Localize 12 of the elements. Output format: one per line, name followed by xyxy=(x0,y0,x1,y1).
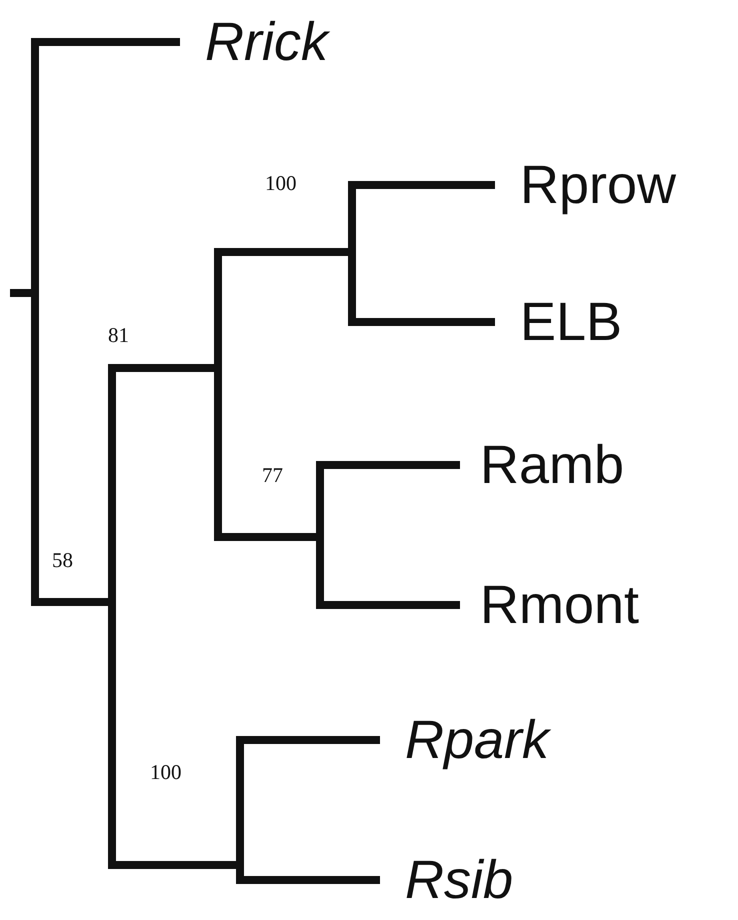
bootstrap-value: 58 xyxy=(52,550,73,570)
taxon-label: Rprow xyxy=(520,158,676,212)
taxon-label: Rsib xyxy=(405,853,514,907)
bootstrap-value: 100 xyxy=(150,762,182,782)
bootstrap-value: 77 xyxy=(262,464,283,486)
taxon-label: ELB xyxy=(520,295,622,349)
taxon-label: Rmont xyxy=(480,578,640,632)
taxon-label: Ramb xyxy=(480,438,624,492)
taxon-label: Rpark xyxy=(405,713,550,767)
bootstrap-value: 100 xyxy=(265,172,296,194)
taxon-label: Rrick xyxy=(205,15,328,69)
bootstrap-value: 81 xyxy=(108,324,129,346)
